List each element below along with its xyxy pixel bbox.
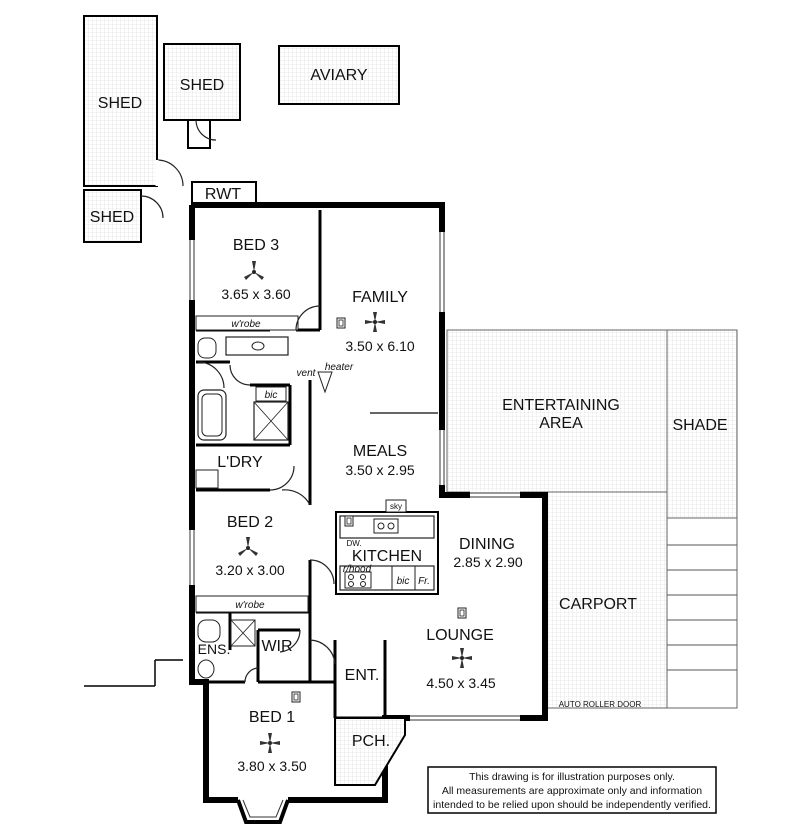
disclaimer-line-1: This drawing is for illustration purpose…	[469, 771, 675, 783]
door-swings	[197, 305, 383, 741]
sink-bowl-left	[377, 522, 385, 530]
bath-tub-inner	[201, 393, 223, 437]
wardrobe-bed3-label: w'robe	[231, 319, 261, 330]
lounge-light-icon	[457, 607, 467, 619]
shed-mid	[163, 43, 241, 149]
aviary-label: AVIARY	[310, 67, 368, 84]
bed2-dims: 3.20 x 3.00	[215, 562, 284, 578]
bath-tub	[197, 389, 227, 441]
ensuite-toilet	[197, 659, 215, 679]
rangehood-label: r/hood	[343, 564, 372, 575]
family-light-icon	[336, 317, 346, 329]
bed1-fan-icon	[260, 733, 280, 753]
aviary	[278, 45, 400, 105]
bed3-fan-icon	[244, 261, 264, 280]
ensuite-shower-cross	[230, 619, 256, 647]
bed2-label: BED 2	[227, 514, 273, 531]
vent-label: vent	[297, 368, 317, 379]
rwt-label: RWT	[205, 186, 241, 203]
ensuite-basin	[197, 619, 221, 643]
kitchen-sink	[373, 518, 399, 534]
entertaining-area	[446, 329, 668, 493]
shed-large-label: SHED	[98, 95, 142, 112]
entry-label: ENT.	[345, 667, 380, 684]
wardrobe-bed2-label: w'robe	[235, 600, 265, 611]
porch	[334, 717, 406, 786]
laundry-label: L'DRY	[217, 454, 263, 471]
porch-label: PCH.	[352, 733, 390, 750]
kitchen-light-icon	[344, 515, 354, 527]
heater-label: heater	[325, 362, 354, 373]
disclaimer-box: This drawing is for illustration purpose…	[427, 766, 717, 814]
shed-mid-label: SHED	[180, 77, 224, 94]
sky-label: sky	[390, 502, 402, 511]
dishwasher-label: DW.	[346, 539, 361, 548]
carport-label: CARPORT	[559, 596, 637, 613]
ensuite-label: ENS.	[198, 641, 231, 657]
bic-kitchen-label: bic	[397, 576, 410, 587]
auto-roller-door-label: AUTO ROLLER DOOR	[559, 700, 642, 709]
bed2-fan-icon	[238, 537, 258, 556]
shed-large	[83, 15, 184, 187]
laundry-trough	[195, 469, 219, 489]
lounge-dims: 4.50 x 3.45	[426, 675, 495, 691]
cooktop	[344, 571, 372, 589]
toilet-main	[197, 337, 217, 359]
lounge-label: LOUNGE	[426, 627, 494, 644]
bed3-dims: 3.65 x 3.60	[221, 286, 290, 302]
fridge-label: Fr.	[418, 576, 430, 587]
dining-dims: 2.85 x 2.90	[453, 554, 522, 570]
disclaimer-line-2: All measurements are approximate only an…	[442, 785, 702, 797]
bed1-label: BED 1	[249, 709, 295, 726]
bed1-light-icon	[291, 691, 301, 703]
shower-cross	[253, 401, 289, 441]
bed1-dims: 3.80 x 3.50	[237, 758, 306, 774]
wardrobe-bed3	[195, 315, 299, 331]
shed-small	[83, 189, 164, 243]
carport	[544, 491, 668, 709]
wir-label: WIR	[261, 638, 292, 655]
meals-dims: 3.50 x 2.95	[345, 462, 414, 478]
dining-label: DINING	[459, 536, 515, 553]
family-label: FAMILY	[352, 289, 408, 306]
cooktop-burners	[348, 574, 366, 587]
shade-area	[666, 329, 738, 709]
shade-label: SHADE	[672, 417, 727, 434]
basin	[251, 341, 265, 351]
lounge-fan-icon	[452, 648, 472, 668]
shed-small-label: SHED	[90, 209, 134, 226]
kitchen-label: KITCHEN	[352, 548, 422, 565]
entertaining-label-line1: ENTERTAINING	[502, 397, 620, 414]
skylight	[385, 499, 407, 513]
bay-window	[236, 799, 290, 824]
disclaimer-line-3: intended to be relied upon should be ind…	[433, 799, 711, 811]
heater-icon	[317, 371, 333, 394]
vanity	[225, 336, 289, 356]
bed3-label: BED 3	[233, 237, 279, 254]
entertaining-label-line2: AREA	[539, 415, 583, 432]
wardrobe-bed2	[195, 595, 309, 613]
meals-label: MEALS	[353, 443, 407, 460]
family-fan-icon	[365, 312, 385, 332]
bic-bath-label: bic	[265, 390, 278, 401]
family-dims: 3.50 x 6.10	[345, 338, 414, 354]
sink-bowl-right	[387, 522, 395, 530]
bic-cupboard-bath	[255, 386, 287, 402]
